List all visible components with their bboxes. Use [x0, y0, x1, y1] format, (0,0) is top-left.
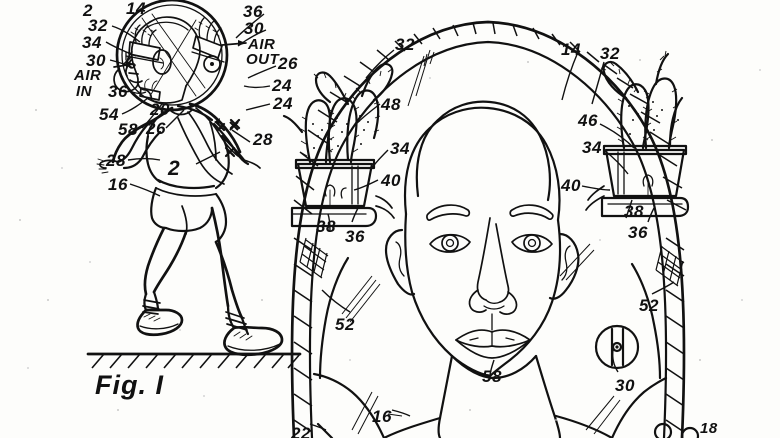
reference-numeral: 18	[700, 420, 718, 437]
reference-numeral: 14	[126, 0, 146, 18]
reference-numeral: 34	[390, 139, 410, 158]
reference-numeral: 52	[639, 296, 659, 315]
lower-fittings	[316, 422, 700, 438]
reference-numeral: 26	[278, 54, 298, 73]
reference-numeral: 48	[381, 95, 401, 114]
reference-numeral: OUT	[246, 51, 280, 68]
reference-numeral: 46	[578, 111, 598, 130]
front-leaders	[309, 49, 675, 431]
ground-line	[86, 352, 302, 369]
mesh-screen-left	[299, 237, 329, 279]
front-head	[384, 100, 580, 438]
reference-numeral: 38	[316, 217, 336, 236]
reference-numeral: 36	[345, 227, 365, 246]
runner-helmet-sphere	[113, 0, 247, 112]
reference-numeral: 32	[395, 35, 415, 54]
reference-numeral: 28	[106, 151, 126, 170]
planter-left	[282, 62, 395, 228]
reference-numeral: 22	[291, 424, 311, 438]
fold-lines	[341, 49, 621, 435]
reference-numeral: 16	[372, 407, 392, 426]
reference-numeral: 38	[624, 202, 644, 221]
planter-right	[585, 50, 690, 218]
reference-numeral: 52	[335, 315, 355, 334]
reference-numeral: 54	[99, 105, 119, 124]
figure-front-head	[282, 20, 700, 438]
reference-numeral: 36	[243, 2, 263, 21]
front-body	[312, 256, 668, 438]
vent-valve	[594, 324, 640, 370]
reference-numeral: 30	[86, 51, 106, 70]
reference-numeral: 40	[561, 176, 581, 195]
reference-numeral: 26	[146, 119, 166, 138]
reference-numeral: 24	[273, 94, 293, 113]
runner-leaders	[105, 13, 277, 197]
reference-numeral: AIR	[248, 36, 276, 53]
mesh-screen-right	[655, 245, 685, 287]
reference-numeral: 24	[272, 76, 292, 95]
reference-numeral: IN	[76, 83, 92, 100]
figure-caption: Fig. I	[95, 370, 164, 400]
runner-body	[96, 102, 284, 357]
reference-numeral: 36	[628, 223, 648, 242]
reference-numeral: 34	[582, 138, 602, 157]
reference-numeral: 36	[108, 82, 128, 101]
reference-numeral: 58	[482, 367, 502, 386]
reference-numeral: 2	[168, 157, 181, 180]
reference-numeral: 34	[82, 33, 102, 52]
reference-numeral: 32	[88, 16, 108, 35]
reference-numeral: 30	[244, 19, 264, 38]
reference-numeral: AIR	[74, 67, 102, 84]
reference-numeral: 14	[561, 40, 581, 59]
reference-numeral: 28	[253, 130, 273, 149]
runner-planter-left	[125, 24, 164, 64]
figure-runner	[86, 0, 302, 369]
scan-noise	[19, 59, 761, 421]
reference-numeral: 32	[600, 44, 620, 63]
cactus-left	[282, 62, 394, 164]
reference-numeral: 16	[108, 175, 128, 194]
reference-numeral: 20	[150, 100, 170, 119]
reference-numeral: 30	[615, 376, 635, 395]
reference-numeral: 40	[381, 171, 401, 190]
reference-numeral: 2	[83, 1, 93, 20]
cactus-right	[600, 50, 684, 150]
reference-numeral: 58	[118, 120, 138, 139]
